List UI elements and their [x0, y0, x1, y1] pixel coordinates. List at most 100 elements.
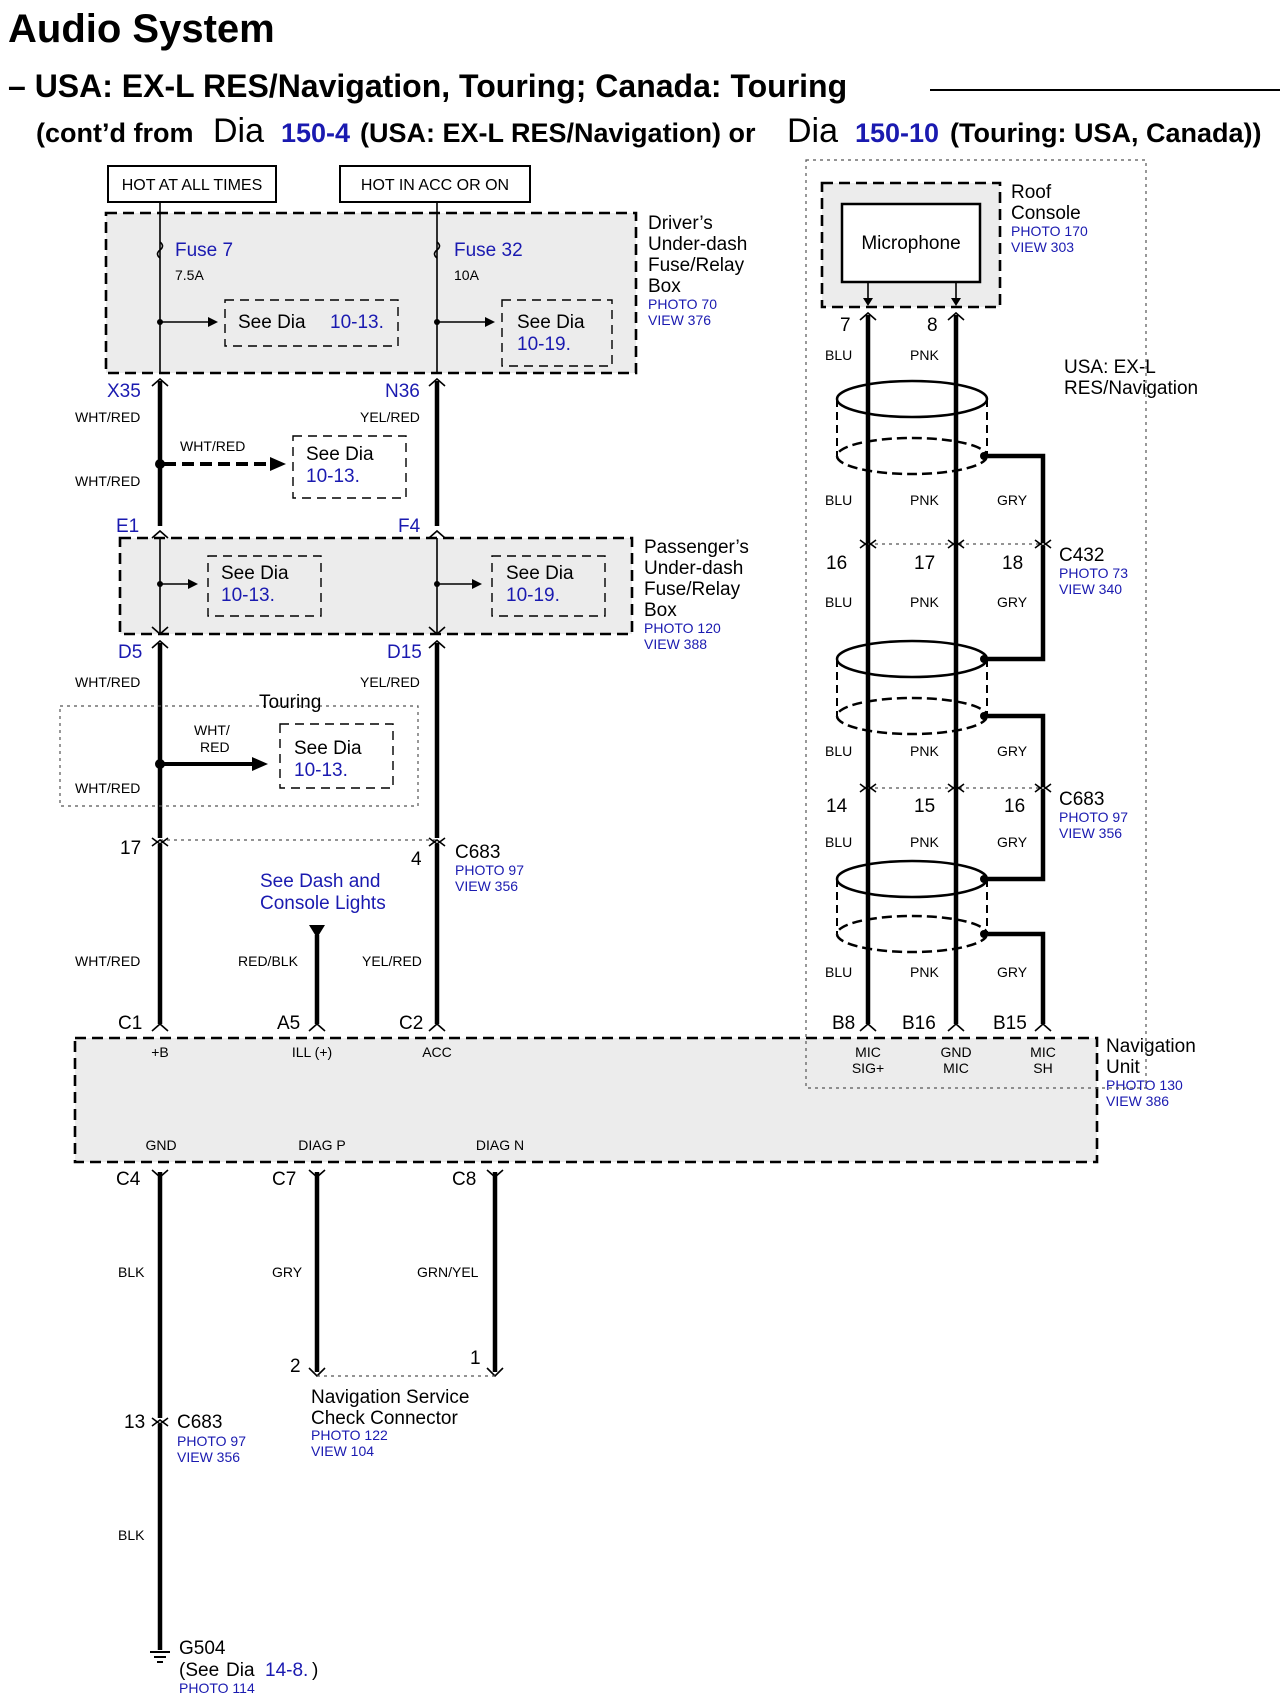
contd-suffix: (Touring: USA, Canada)): [950, 118, 1261, 148]
c432-photo[interactable]: PHOTO 73: [1059, 565, 1128, 581]
dash-lights-ref-2[interactable]: Console Lights: [260, 893, 386, 914]
see-dia-f: See Dia: [294, 738, 362, 759]
drivers-box-view[interactable]: VIEW 376: [648, 312, 711, 328]
c1-connector: [151, 1022, 169, 1032]
fuse7-tap-arrow: [208, 317, 218, 327]
g504-close: ): [312, 1660, 318, 1681]
drivers-fuse-box: [104, 211, 638, 375]
see-dia-c: See Dia: [306, 444, 374, 465]
c683-view-c[interactable]: VIEW 356: [1059, 825, 1122, 841]
see-dia-e: See Dia: [506, 563, 574, 584]
fuse32-tap-arrow: [485, 317, 495, 327]
c432-label: C432: [1059, 545, 1104, 566]
wire-color-wht-red-1: WHT/RED: [75, 409, 140, 425]
shielded-cable-2: [835, 546, 1046, 787]
wire-color-gry-3: GRY: [997, 743, 1028, 759]
fuse7-amp: 7.5A: [175, 267, 204, 283]
b15-connector: [1034, 1022, 1052, 1032]
wire-color-blu-4: BLU: [825, 743, 852, 759]
fuse32-amp: 10A: [454, 267, 480, 283]
pbox-connector-bl: [151, 626, 169, 636]
wire-color-pnk-1: PNK: [910, 347, 939, 363]
c432-pin-16: 16: [826, 553, 847, 574]
wire-color-grn-yel: GRN/YEL: [417, 1264, 479, 1280]
wire-color-blu-2: BLU: [825, 492, 852, 508]
fuse7-symbol: [156, 241, 164, 259]
see-dia-d-ref[interactable]: 10-13.: [221, 585, 275, 606]
check-pin-1: 1: [470, 1348, 481, 1369]
a5-connector: [308, 1022, 326, 1032]
terminal-d15: D15: [387, 642, 422, 663]
e1-connector: [151, 529, 169, 539]
wire-color-pnk-6: PNK: [910, 964, 939, 980]
wire-color-pnk-5: PNK: [910, 834, 939, 850]
drivers-box-photo[interactable]: PHOTO 70: [648, 296, 717, 312]
nav-unit-photo[interactable]: PHOTO 130: [1106, 1077, 1183, 1093]
mic-pin-8: 8: [927, 315, 938, 336]
check-connector-view[interactable]: VIEW 104: [311, 1443, 374, 1459]
g504-photo[interactable]: PHOTO 114: [179, 1680, 255, 1696]
pin-b16: B16: [902, 1013, 936, 1034]
terminal-d5: D5: [118, 642, 142, 663]
dash-lights-ref-1[interactable]: See Dash and: [260, 871, 380, 892]
touring-region: [59, 705, 419, 807]
see-dia-f-ref[interactable]: 10-13.: [294, 760, 348, 781]
see-dia-10-13-box-c: [207, 555, 322, 617]
c683-pin-16: 16: [1004, 796, 1025, 817]
pin-17: 17: [120, 838, 141, 859]
see-dia-c-ref[interactable]: 10-13.: [306, 466, 360, 487]
mic-lead-arrow-blu: [863, 298, 873, 306]
roof-console-view[interactable]: VIEW 303: [1011, 239, 1074, 255]
c683-view-a[interactable]: VIEW 356: [455, 878, 518, 894]
wire-color-pnk-3: PNK: [910, 594, 939, 610]
see-dia-e-ref[interactable]: 10-19.: [506, 585, 560, 606]
c432-view[interactable]: VIEW 340: [1059, 581, 1122, 597]
wire-color-gry: GRY: [272, 1264, 303, 1280]
passengers-box-name-1: Passenger’s: [644, 537, 749, 558]
roof-console: [820, 181, 1002, 309]
wire-color-gry-2: GRY: [997, 594, 1028, 610]
nav-unit-name-1: Navigation: [1106, 1036, 1196, 1057]
hot-at-all-times-label: HOT AT ALL TIMES: [122, 177, 263, 194]
pbox-tap-arrow-2: [472, 579, 482, 589]
roof-console-name-1: Roof: [1011, 182, 1052, 203]
wire-color-blk-1: BLK: [118, 1264, 145, 1280]
nav-label-plus-b: +B: [151, 1044, 169, 1060]
c683-photo-c[interactable]: PHOTO 97: [1059, 809, 1128, 825]
c683-label-c: C683: [1059, 789, 1104, 810]
mic-pin-7: 7: [840, 315, 851, 336]
c683-view-b[interactable]: VIEW 356: [177, 1449, 240, 1465]
x35-connector: [151, 377, 169, 387]
nav-label-gnd: GND: [940, 1044, 971, 1060]
page-subtitle: – USA: EX-L RES/Navigation, Touring; Can…: [8, 68, 847, 104]
dia-word-1: Dia: [213, 112, 264, 150]
see-dia-b-ref[interactable]: 10-19.: [517, 334, 571, 355]
mic-lead-arrow-pnk: [951, 298, 961, 306]
g504-ref[interactable]: 14-8.: [265, 1660, 308, 1681]
pbox-connector-br: [428, 626, 446, 636]
c683-label-b: C683: [177, 1412, 222, 1433]
roof-console-photo[interactable]: PHOTO 170: [1011, 223, 1088, 239]
nav-label-ill: ILL (+): [292, 1044, 332, 1060]
branch-wht: WHT/: [194, 722, 230, 738]
dia-ref-150-10[interactable]: 150-10: [855, 118, 939, 148]
see-dia-10-13-box-d: [279, 723, 394, 789]
see-dia-a-ref[interactable]: 10-13.: [330, 312, 384, 333]
c683-photo-b[interactable]: PHOTO 97: [177, 1433, 246, 1449]
c683-photo-a[interactable]: PHOTO 97: [455, 862, 524, 878]
n36-connector: [428, 377, 446, 387]
nav-unit-view[interactable]: VIEW 386: [1106, 1093, 1169, 1109]
dash-lights-arrow: [309, 925, 325, 938]
check-connector-photo[interactable]: PHOTO 122: [311, 1427, 388, 1443]
passengers-box-photo[interactable]: PHOTO 120: [644, 620, 721, 636]
passengers-box-view[interactable]: VIEW 388: [644, 636, 707, 652]
branch-red: RED: [200, 739, 230, 755]
drivers-box-name-3: Fuse/Relay: [648, 255, 745, 276]
nav-label-sig: SIG+: [852, 1060, 884, 1076]
wire-color-blk-2: BLK: [118, 1527, 145, 1543]
wire-color-blu-3: BLU: [825, 594, 852, 610]
dia-ref-150-4[interactable]: 150-4: [281, 118, 350, 148]
microphone-box: [840, 202, 982, 284]
usa-ex-l-region: [805, 159, 1147, 1089]
terminal-x35: X35: [107, 381, 141, 402]
